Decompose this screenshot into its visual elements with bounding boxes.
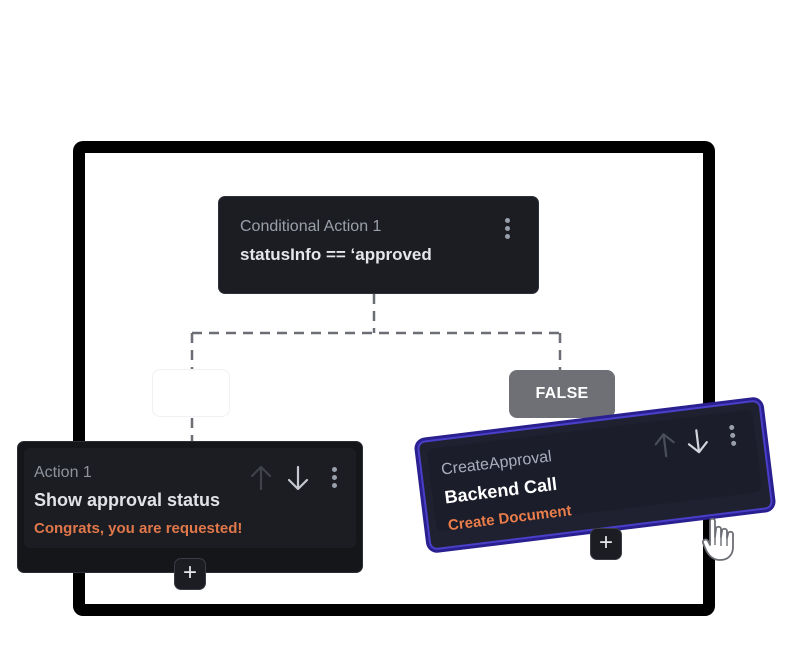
node-subtitle: Create Document <box>447 502 573 535</box>
conditional-action-node[interactable]: Conditional Action 1 statusInfo == ‘appr… <box>218 196 539 294</box>
plus-icon: + <box>182 559 197 586</box>
hand-pointer-icon <box>702 517 734 561</box>
node-title: Backend Call <box>443 473 559 508</box>
backend-node-body: CreateApproval Backend Call Create Docum… <box>426 409 763 535</box>
node-label: Conditional Action 1 <box>240 218 382 235</box>
backend-call-node[interactable]: CreateApproval Backend Call Create Docum… <box>416 399 774 551</box>
kebab-menu-icon[interactable] <box>728 424 738 448</box>
plus-icon: + <box>598 529 613 556</box>
arrow-up-icon[interactable] <box>249 465 273 491</box>
arrow-down-icon[interactable] <box>286 465 310 491</box>
add-action-button[interactable]: + <box>174 558 206 590</box>
false-branch-label: FALSE <box>535 385 589 402</box>
arrow-down-icon[interactable] <box>684 427 711 456</box>
node-title: Show approval status <box>34 490 221 510</box>
node-label: Action 1 <box>34 464 92 481</box>
kebab-menu-icon[interactable] <box>332 467 338 489</box>
action-node-body: Action 1 Show approval status Congrats, … <box>24 448 356 548</box>
arrow-up-icon[interactable] <box>651 431 678 460</box>
kebab-menu-icon[interactable] <box>505 218 511 240</box>
action-node[interactable]: Action 1 Show approval status Congrats, … <box>17 441 363 573</box>
condition-expression: statusInfo == ‘approved <box>240 245 432 264</box>
node-subtitle: Congrats, you are requested! <box>34 520 243 537</box>
node-label: CreateApproval <box>440 448 553 479</box>
false-branch-badge[interactable]: FALSE <box>509 370 615 418</box>
add-action-button[interactable]: + <box>590 528 622 560</box>
true-branch-badge[interactable] <box>152 369 230 417</box>
